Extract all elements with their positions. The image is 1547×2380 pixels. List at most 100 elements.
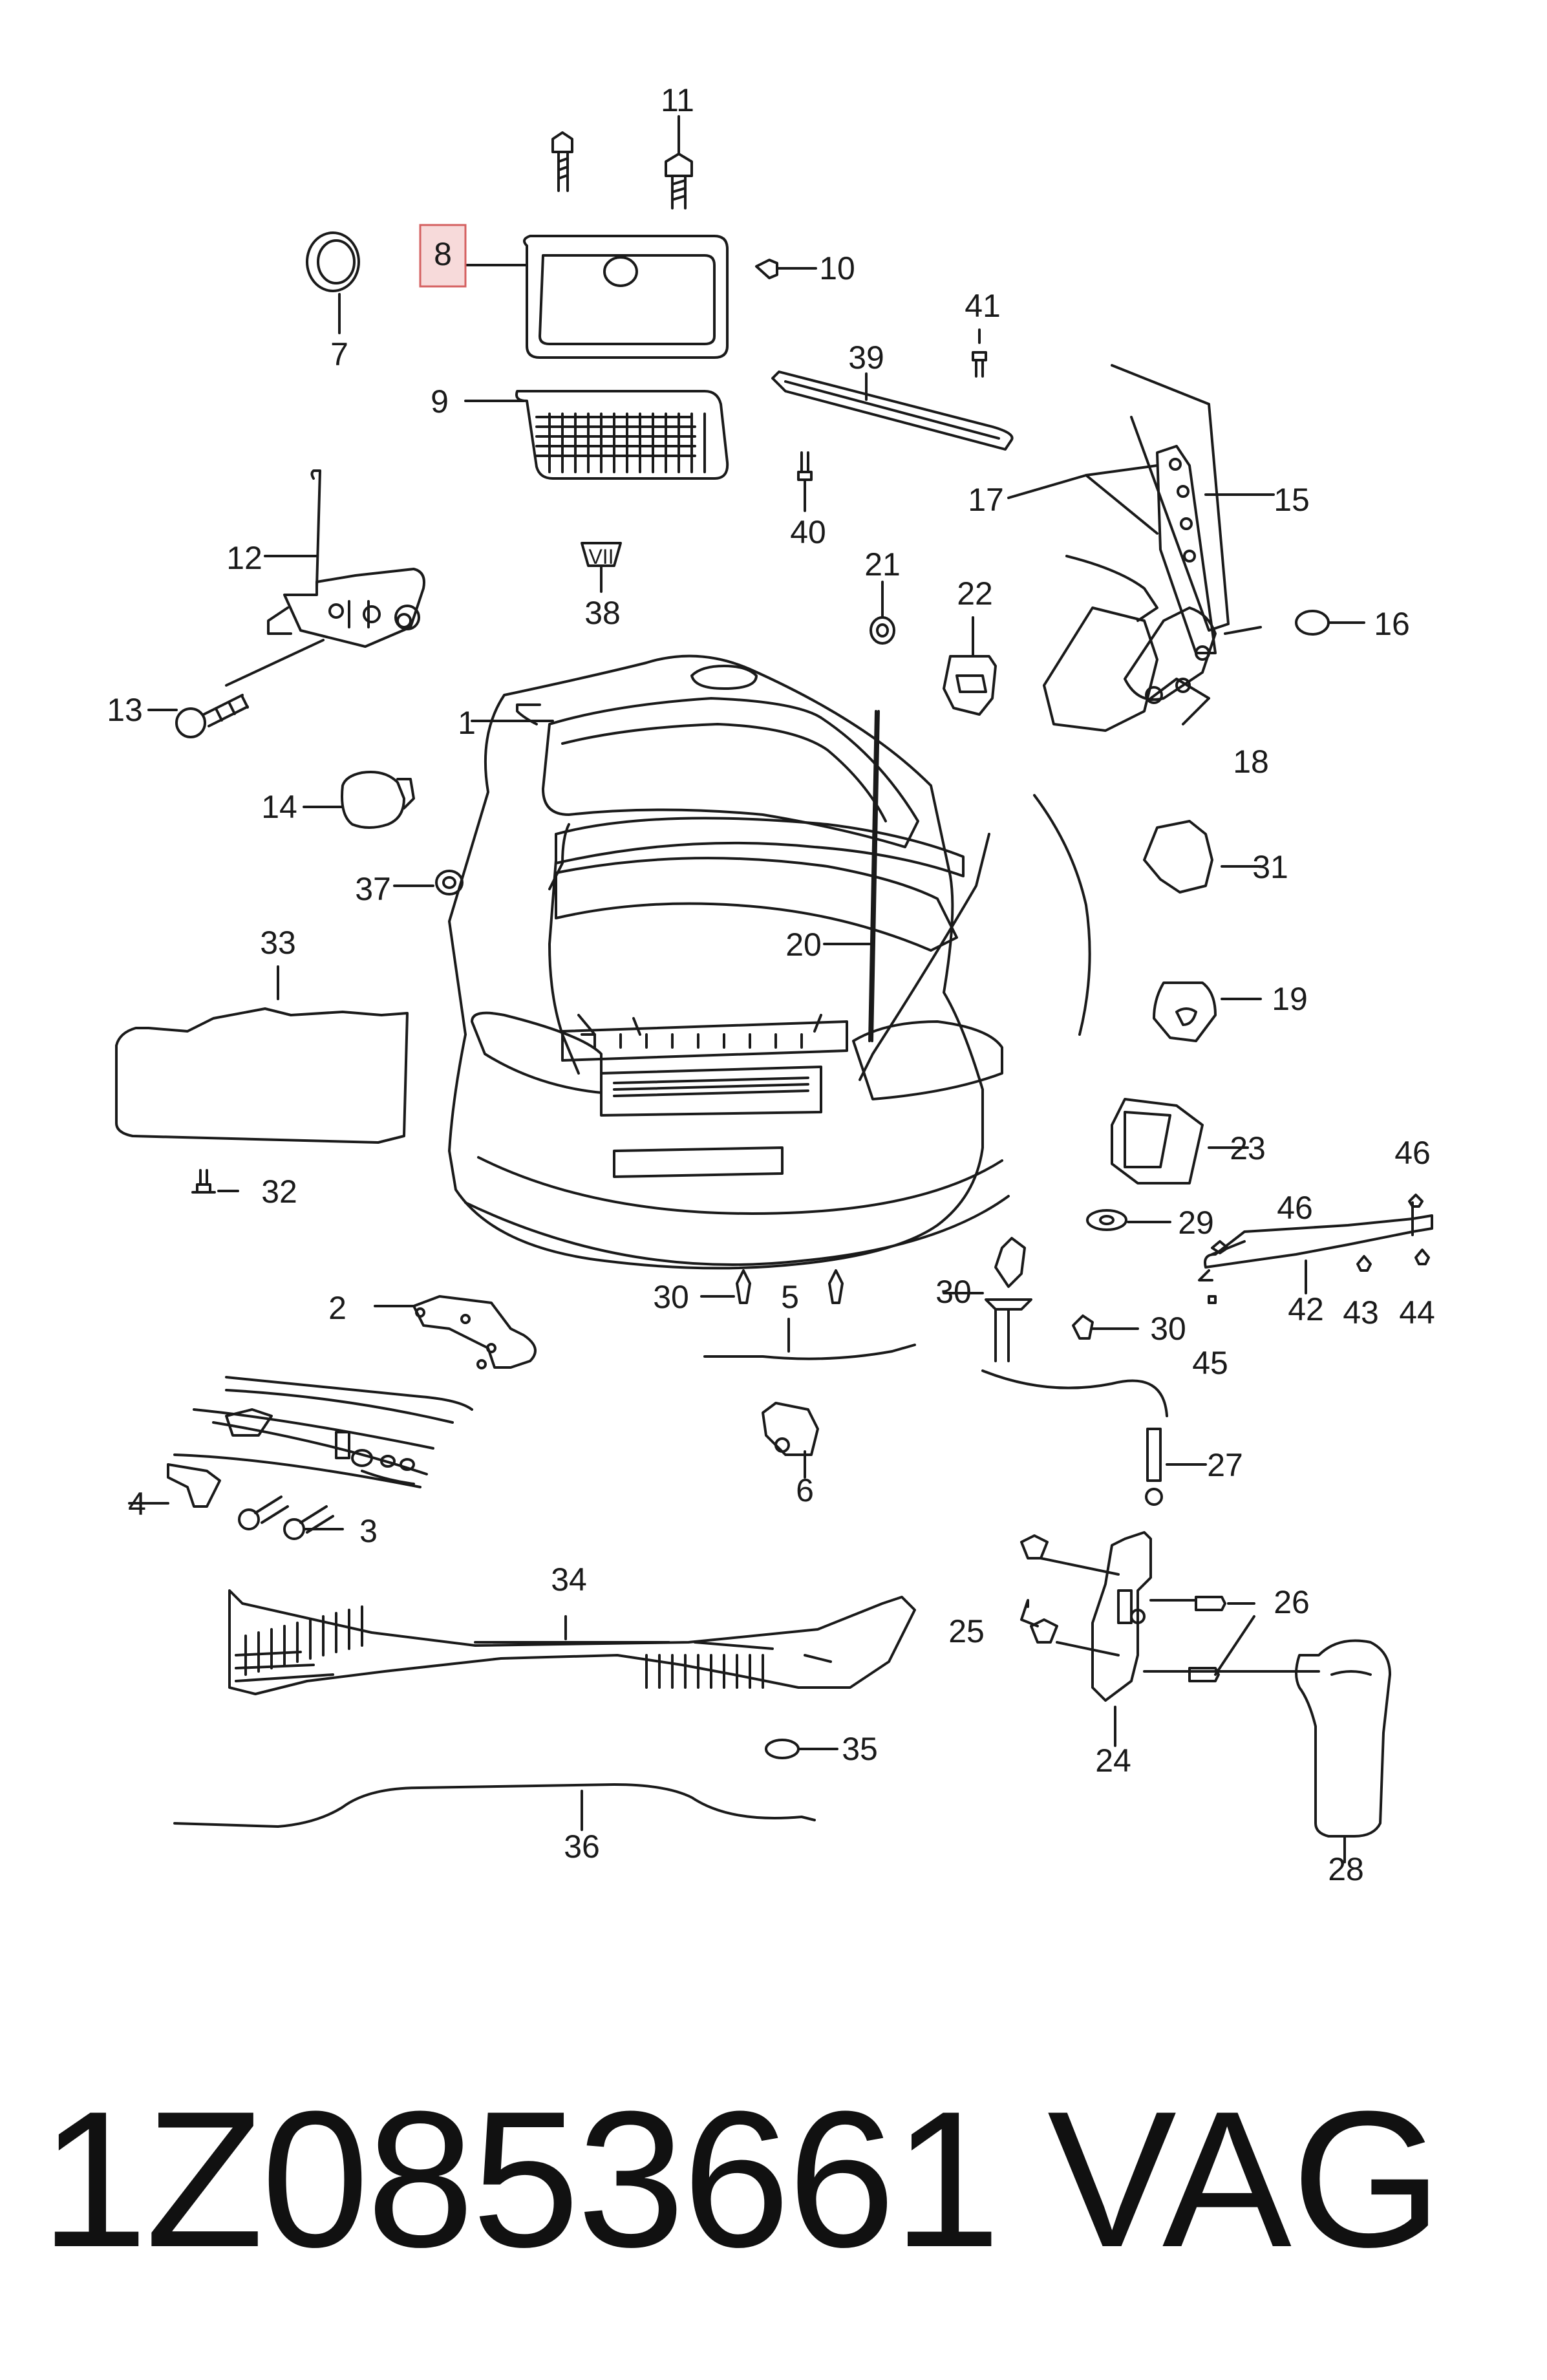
callout-34: 33 [260, 925, 296, 961]
trim-strip-part-40 [771, 370, 1014, 451]
screw-part-41 [797, 451, 813, 512]
ring-part-7 [306, 231, 360, 334]
cap-part-16 [1295, 610, 1365, 636]
seal-strip-part-5 [703, 1318, 916, 1360]
lever-assembly-part-24 [1091, 1531, 1152, 1747]
callout-44: 43 [1343, 1294, 1379, 1331]
callout-4: 4 [128, 1486, 146, 1522]
callout-9: 9 [431, 383, 449, 420]
callout-1: 1 [458, 705, 476, 741]
callout-42: 41 [965, 288, 1001, 324]
callout-43: 42 [1288, 1291, 1324, 1327]
cowl-panel-part-35 [228, 1589, 916, 1695]
callout-27: 27 [1207, 1447, 1243, 1483]
hinge-assembly-part-15 [1007, 364, 1275, 732]
callout-15: 15 [1274, 482, 1310, 518]
callout-37: 36 [564, 1828, 600, 1865]
callout-25: 25 [948, 1613, 985, 1649]
footer-caption: 1Z0853661 VAG [0, 2037, 1547, 2308]
callout-5: 5 [781, 1279, 799, 1315]
prop-rod-part-20 [823, 710, 880, 1042]
pad-part-32 [1143, 820, 1262, 894]
cable-part-31 [943, 1237, 1168, 1417]
callout-12: 12 [226, 540, 262, 576]
callout-17: 17 [968, 482, 1004, 518]
washer-part-38 [393, 870, 464, 895]
callout-20: 20 [785, 927, 822, 963]
screw-part-26 [1143, 1596, 1255, 1682]
insulation-mat-part-34 [115, 965, 409, 1144]
callout-41: 40 [790, 514, 826, 550]
highlight-box-part-8 [419, 224, 467, 288]
grille-part-9 [464, 390, 729, 480]
callout-11: 11 [661, 82, 694, 118]
cover-part-4 [128, 1463, 221, 1508]
bolt-part-11a [551, 131, 573, 192]
callout-28: 28 [1328, 1851, 1364, 1887]
callout-45b: 45 [1192, 1345, 1228, 1381]
callout-35: 34 [551, 1561, 587, 1598]
grommet-part-21 [870, 581, 895, 645]
bolt-part-13 [147, 694, 249, 738]
screw-part-42 [972, 328, 987, 378]
callout-29: 29 [1178, 1205, 1214, 1241]
wiper-arm-area [173, 1376, 473, 1488]
clip-part-30b [828, 1269, 844, 1304]
clip-part-30a [700, 1269, 751, 1304]
callout-46a: 46 [1394, 1135, 1431, 1171]
callout-6: 6 [796, 1472, 814, 1508]
stop-part-19 [1153, 981, 1262, 1042]
hinge-part-2 [374, 1295, 537, 1369]
handle-part-28 [1169, 1639, 1391, 1863]
badge-text: VII [588, 545, 613, 568]
screw-part-33 [191, 1169, 239, 1194]
callout-19: 19 [1272, 981, 1308, 1017]
callout-8: 8 [434, 236, 452, 272]
lock-part-12 [225, 469, 425, 687]
callout-10: 10 [819, 250, 855, 286]
callout-7: 7 [330, 336, 348, 372]
callout-22: 22 [957, 575, 993, 612]
callout-30b: 30 [1150, 1311, 1186, 1347]
seal-frame-part-8 [464, 235, 729, 359]
bolt-part-3 [238, 1496, 344, 1540]
holder-part-22 [943, 616, 997, 716]
part-number: 1Z0853661 [40, 2070, 1001, 2288]
callout-30a: 30 [653, 1279, 689, 1315]
badge-part-39 [581, 542, 622, 593]
callout-23: 23 [1230, 1130, 1266, 1166]
callout-26: 26 [1274, 1584, 1310, 1620]
clip-part-30c [1072, 1314, 1139, 1340]
callout-18: 18 [1233, 744, 1269, 780]
brand-name: VAG [1047, 2070, 1443, 2288]
callout-32: 31 [1252, 849, 1288, 885]
adjuster-part-27 [1145, 1428, 1207, 1506]
plug-part-36 [765, 1739, 838, 1759]
seal-strip-part-37 [173, 1783, 816, 1831]
callout-38: 37 [355, 871, 391, 907]
callout-31: 30 [935, 1274, 972, 1310]
callout-2: 2 [328, 1290, 347, 1326]
lever-part-43 [1198, 1201, 1433, 1294]
bolt-part-11b [665, 115, 693, 209]
clip-part-44 [1356, 1255, 1372, 1272]
buffer-part-14 [303, 771, 415, 829]
car-front-body [448, 654, 1091, 1270]
callout-45a: 44 [1399, 1294, 1435, 1331]
callout-labels: 11 8 10 7 41 39 9 40 17 15 12 21 22 38 1… [107, 82, 1435, 1887]
callout-39: 38 [584, 595, 621, 631]
callout-46b: 46 [1277, 1190, 1313, 1226]
clip-part-45 [1208, 1249, 1430, 1304]
callout-24: 24 [1095, 1742, 1131, 1779]
callout-16: 16 [1374, 606, 1410, 642]
bracket-part-23 [1111, 1098, 1249, 1185]
callout-14: 14 [261, 789, 297, 825]
callout-36: 35 [842, 1731, 878, 1767]
clip-part-46 [1211, 1194, 1424, 1254]
callout-21: 21 [864, 546, 901, 583]
washer-part-29 [1086, 1209, 1171, 1231]
clip-part-10 [755, 259, 817, 279]
callout-33: 32 [261, 1174, 297, 1210]
callout-3: 3 [359, 1513, 378, 1549]
